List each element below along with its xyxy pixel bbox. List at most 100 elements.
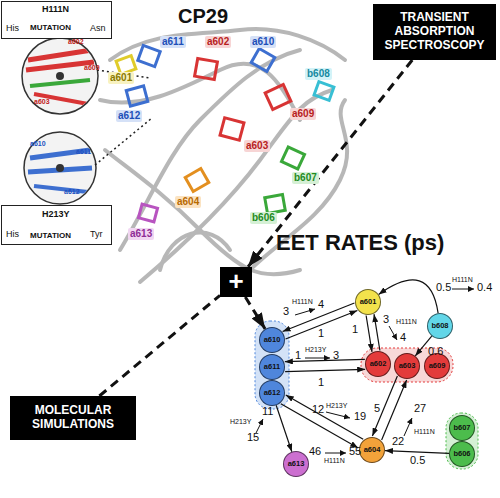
mutation-arrows: [32, 19, 82, 224]
text-label: 55: [349, 446, 361, 457]
text-label: 27: [414, 403, 426, 414]
pigment-label: b607: [292, 172, 319, 184]
node-text: a610: [264, 336, 281, 344]
text-label: H213Y: [305, 346, 326, 353]
text-label: H111N: [292, 298, 313, 305]
transfer-arrow: [374, 314, 380, 350]
rate-arrows: [256, 289, 474, 453]
pigment-node: a602: [365, 351, 391, 377]
leader-line: [95, 70, 152, 165]
rate-label: 0.5: [410, 455, 425, 466]
node-text: TRANSIENT ABSORPTION SPECTROSCOPY: [377, 11, 492, 52]
mutation-arrow: [256, 419, 263, 433]
node-text: a602: [370, 360, 387, 368]
node-text: Tyr: [90, 230, 103, 239]
method-box: +: [220, 267, 252, 297]
text-label: a610: [30, 140, 46, 147]
node-text: His: [6, 230, 19, 239]
text-label: a611: [76, 148, 91, 155]
text-label: H111N: [396, 318, 417, 325]
pigment-ring: [281, 147, 304, 169]
pigment-label: a604: [175, 196, 201, 208]
text-label: 0.4: [477, 282, 492, 293]
text-label: 11: [262, 406, 273, 417]
node-text: b608: [431, 322, 448, 330]
residue-atom: [56, 164, 64, 172]
pigment-label: b608: [305, 68, 332, 80]
text-label: CP29: [178, 6, 228, 26]
pigment-node: b608: [427, 313, 453, 339]
transfer-arrow: [372, 376, 397, 436]
rate-label: 5: [374, 403, 380, 414]
mutation-arrow: [389, 326, 397, 340]
node-text: MUTATION: [30, 232, 71, 240]
text-label: a602: [68, 38, 84, 45]
flow-arrow: [99, 295, 220, 396]
text-label: H213Y: [326, 402, 347, 409]
pigment-label: b606: [250, 212, 277, 224]
flow-arrow: [245, 297, 265, 329]
pigment-label: a603: [244, 140, 270, 152]
residue-atom: [56, 72, 64, 80]
pigment-ring: [220, 118, 244, 141]
node-text: H111N: [42, 5, 69, 14]
pigment-label: a613: [128, 228, 154, 240]
mutation-box: HisH111NMUTATIONAsn: [1, 1, 112, 39]
pigment-node: a603: [394, 353, 420, 379]
pigment-label: a612: [116, 110, 142, 122]
rate-label: 46: [309, 446, 321, 457]
pigment-ring: [195, 58, 218, 79]
pigment-ring: [185, 169, 209, 192]
text-label: 3: [333, 350, 339, 361]
node-text: H213Y: [42, 210, 70, 219]
node-text: +: [228, 267, 243, 297]
text-label: 4: [400, 332, 406, 343]
pigment-label: a610: [250, 36, 276, 48]
text-label: EET RATES (ps): [276, 232, 444, 254]
mutation-arrow: [305, 358, 330, 359]
text-label: H213Y: [230, 418, 251, 425]
pigment-stick: [26, 50, 94, 70]
text-label: H111N: [324, 457, 345, 464]
text-label: a612: [64, 188, 80, 195]
text-label: a603: [34, 98, 50, 105]
transfer-arrow: [385, 451, 449, 454]
node-text: a601: [360, 298, 377, 306]
pigment-label: a602: [205, 36, 231, 48]
pigment-node: a611: [259, 354, 285, 380]
zoom-content: [26, 50, 94, 104]
pigment-ring: [126, 86, 148, 106]
pigment-node: a612: [259, 380, 285, 406]
group-band: [255, 321, 289, 409]
node-text: b606: [453, 450, 470, 458]
pigment-stick: [34, 186, 88, 192]
rate-label: 1: [318, 377, 324, 388]
text-label: a609: [84, 64, 100, 71]
node-text: a604: [364, 446, 381, 454]
rate-label: 3: [283, 306, 289, 317]
groups: [255, 321, 478, 469]
method-box: MOLECULAR SIMULATIONS: [10, 396, 136, 440]
pigment-node: b607: [449, 415, 475, 441]
transfer-arrow: [286, 311, 358, 339]
node-text: MUTATION: [30, 24, 71, 32]
pigment-ring: [265, 85, 291, 110]
helix: [110, 29, 345, 60]
pigment-ring: [138, 45, 160, 66]
transfer-arrow: [382, 380, 407, 440]
node-text: a613: [288, 460, 305, 468]
transfer-arrow: [286, 395, 363, 439]
rate-label: 3: [383, 314, 389, 325]
group-band: [446, 413, 478, 469]
mutation-arrow: [325, 453, 346, 454]
node-text: a611: [264, 363, 280, 371]
node-text: His: [6, 24, 19, 33]
helix: [105, 150, 300, 274]
node-text: b607: [453, 424, 470, 432]
pigment-ring: [138, 204, 157, 222]
rate-label: 0.6: [428, 346, 443, 357]
rate-label: 12: [312, 404, 324, 415]
node-text: a603: [399, 362, 416, 370]
rate-label: 1: [318, 328, 324, 339]
